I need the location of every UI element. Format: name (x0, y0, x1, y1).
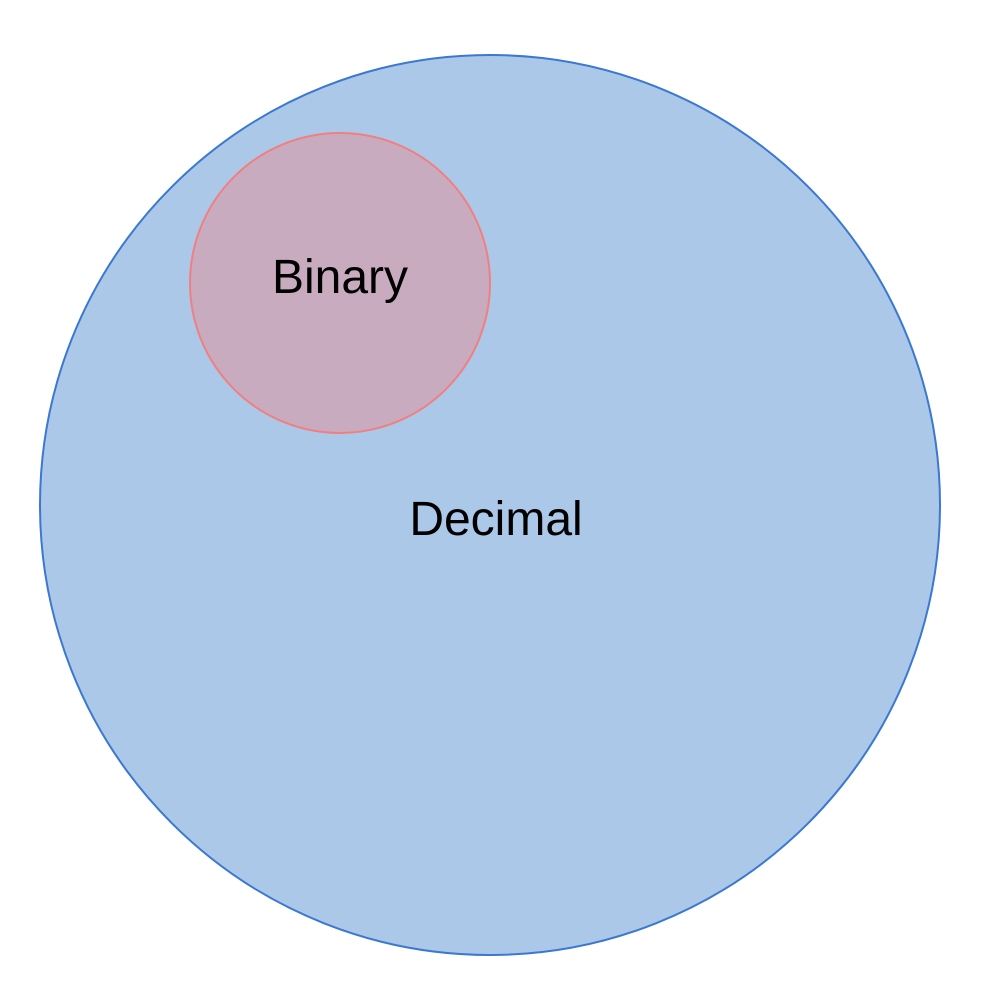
binary-set-circle (189, 132, 491, 434)
decimal-set-label: Decimal (409, 493, 582, 546)
binary-set-label: Binary (272, 251, 408, 304)
